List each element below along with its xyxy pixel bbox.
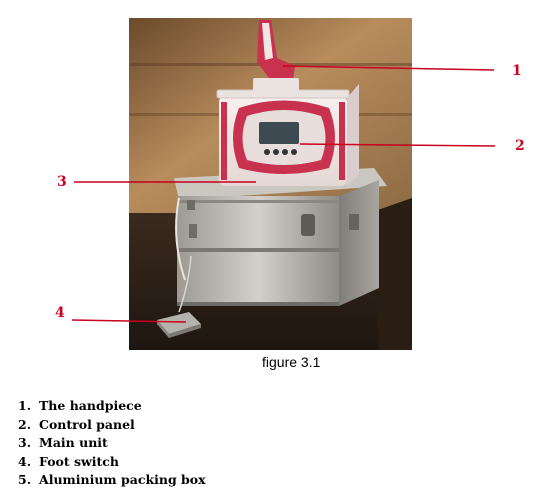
legend-item-label: Aluminium packing box: [39, 472, 206, 488]
legend-item: 5. Aluminium packing box: [18, 471, 206, 490]
legend-item: 1. The handpiece: [18, 397, 206, 416]
legend-item-label: Foot switch: [39, 453, 120, 469]
legend-item: 2. Control panel: [18, 416, 206, 435]
foot-switch: [157, 312, 201, 334]
callout-number-4: 4: [55, 305, 65, 321]
legend-item: 3. Main unit: [18, 434, 206, 453]
legend-item-label: Control panel: [39, 416, 135, 432]
legend-item-number: 2.: [18, 416, 32, 432]
legend-item: 4. Foot switch: [18, 453, 206, 472]
control-panel-screen: [259, 122, 299, 144]
device-photo: [129, 18, 412, 350]
legend-item-number: 1.: [18, 398, 32, 413]
callout-number-1: 1: [512, 63, 522, 79]
legend-item-number: 5.: [18, 472, 32, 488]
legend-item-label: Main unit: [39, 435, 108, 451]
legend-item-number: 4.: [18, 453, 32, 469]
callout-number-2: 2: [515, 138, 525, 154]
parts-legend: 1. The handpiece 2. Control panel 3. Main u…: [18, 397, 206, 490]
callout-number-3: 3: [57, 174, 67, 190]
legend-item-label: The handpiece: [39, 398, 142, 413]
legend-item-number: 3.: [18, 435, 32, 451]
packing-box-side: [339, 180, 379, 306]
figure-caption: figure 3.1: [262, 354, 321, 370]
